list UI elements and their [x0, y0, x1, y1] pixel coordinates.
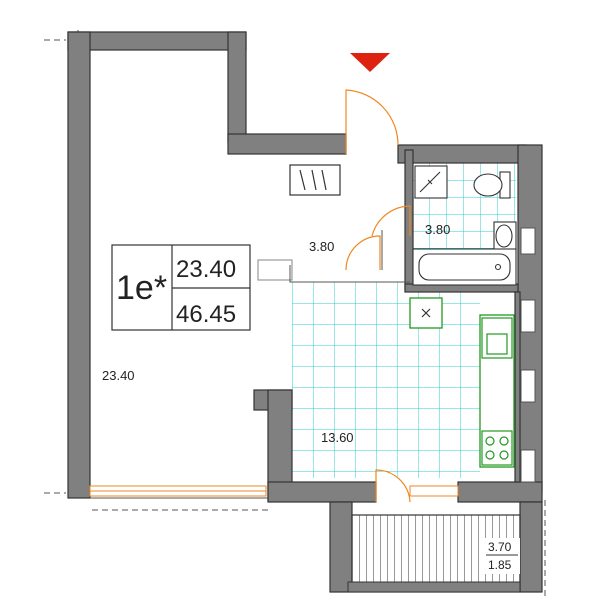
- stove-icon: [481, 430, 513, 466]
- column-box: [409, 297, 443, 329]
- living-area: 23.40: [176, 256, 236, 283]
- bathroom-door: [371, 205, 411, 237]
- unit-code: 1e*: [116, 269, 167, 307]
- balcony-area-total: 3.70: [488, 540, 512, 554]
- balcony-area-reduced: 1.85: [488, 558, 512, 572]
- balcony-door: [375, 469, 411, 503]
- toilet-icon: [473, 171, 511, 199]
- kitchen-fixtures: [409, 297, 515, 468]
- bathtub-icon: [412, 248, 517, 286]
- kitchen-sink-icon: [481, 317, 513, 359]
- total-area: 46.45: [176, 301, 236, 328]
- hall-area: 3.80: [309, 239, 334, 254]
- bathroom-area: 3.80: [425, 222, 450, 237]
- entrance-marker-icon: [350, 53, 390, 72]
- washbasin-icon: [493, 221, 517, 251]
- unit-label: 1e* 23.40 46.45: [111, 244, 251, 331]
- door-swings: [345, 89, 411, 503]
- kitchen-floor-tiles: [292, 282, 480, 478]
- shower-icon: [414, 165, 448, 199]
- living-room-area: 23.40: [102, 368, 135, 383]
- vent-shaft-icon: [289, 164, 341, 196]
- bathroom-fixtures: [412, 165, 517, 286]
- windows: [89, 227, 536, 497]
- entrance-door: [345, 89, 399, 154]
- kitchen-area: 13.60: [321, 430, 354, 445]
- walls: [67, 31, 543, 593]
- hall-door: [345, 235, 381, 271]
- balcony: [347, 514, 521, 593]
- partitions: [90, 230, 410, 499]
